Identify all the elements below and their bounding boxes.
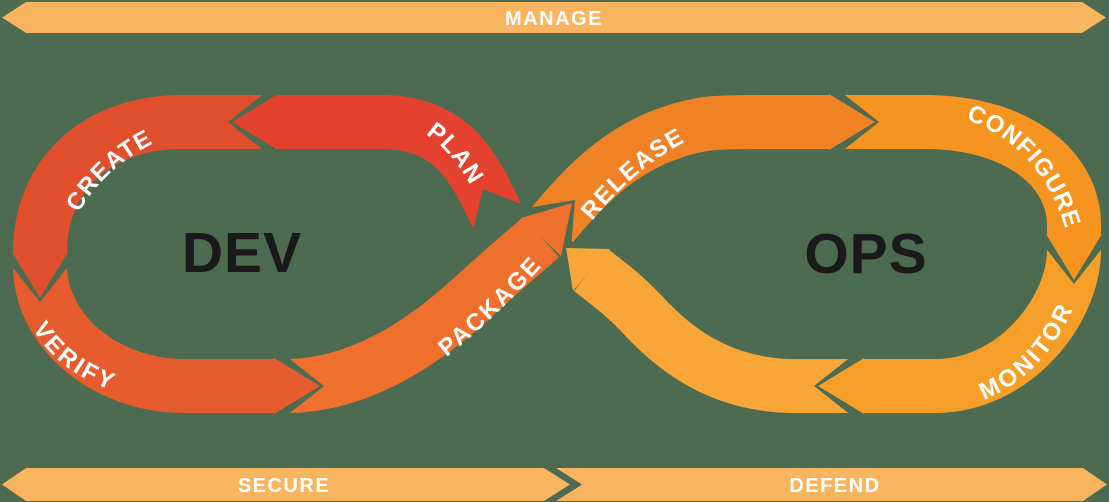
banner-manage-label: MANAGE [505, 8, 603, 30]
segment-return-band [574, 248, 848, 413]
plan-arrowhead-icon [232, 94, 278, 150]
verify-arrowhead-icon [274, 358, 320, 414]
segment-create [13, 95, 262, 253]
banner-manage [2, 2, 1106, 33]
package-arrowhead-icon [521, 203, 572, 256]
segment-package [288, 216, 560, 413]
ops-loop-title: OPS [804, 222, 927, 286]
monitor-arrowhead-icon [818, 358, 864, 414]
configure-arrowhead-icon [1046, 234, 1102, 280]
segment-configure [845, 95, 1101, 252]
banner-secure [2, 468, 570, 501]
dev-loop-title: DEV [182, 221, 302, 285]
banner-defend-label: DEFEND [789, 475, 880, 497]
plan-tail-notch [472, 189, 526, 234]
banner-secure-label: SECURE [238, 475, 330, 497]
segment-release [531, 95, 829, 243]
banner-defend [556, 468, 1107, 501]
create-arrowhead-icon [12, 252, 68, 298]
return-band-tip [566, 248, 610, 291]
release-arrowhead-icon [829, 94, 875, 150]
